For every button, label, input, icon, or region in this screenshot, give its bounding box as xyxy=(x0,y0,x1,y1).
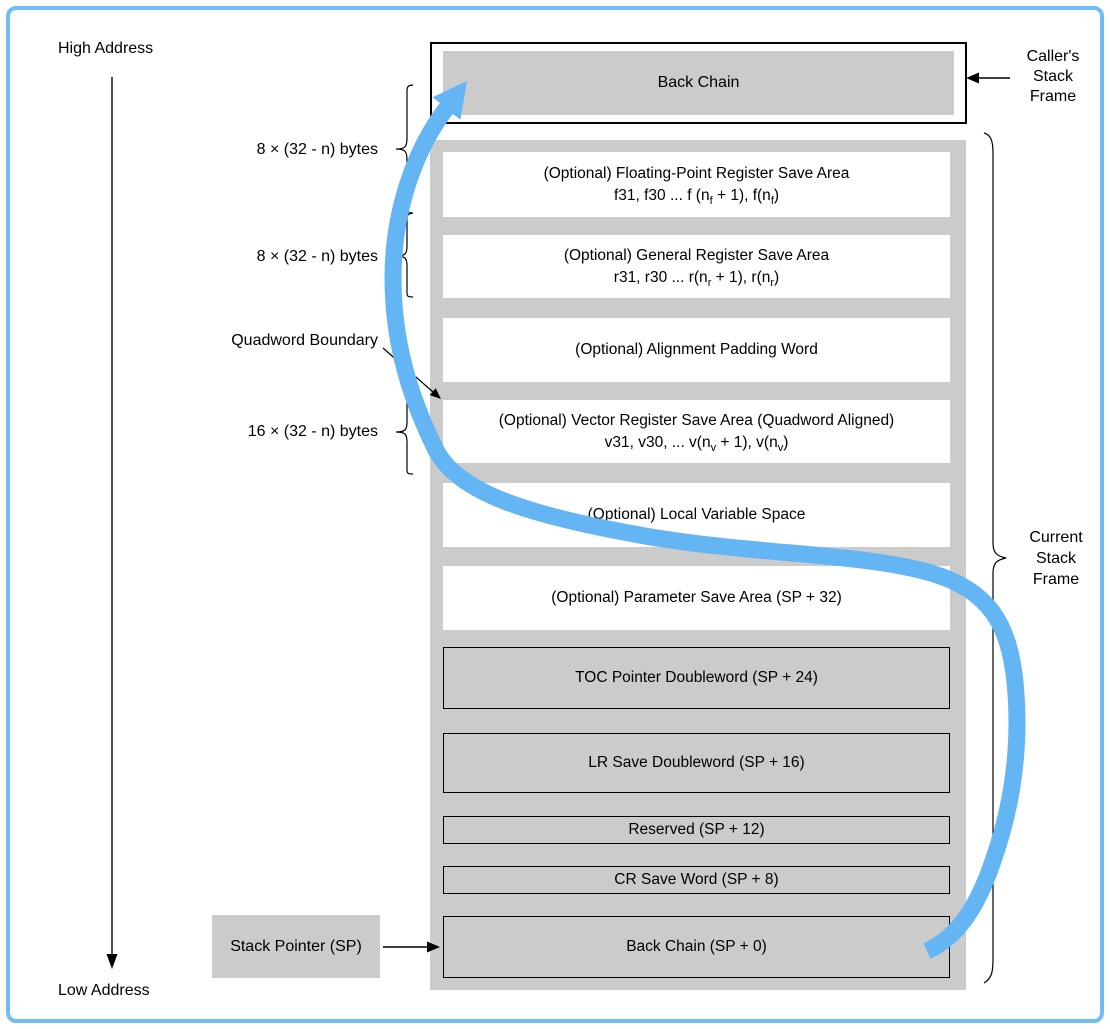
frame-row-text: (Optional) General Register Save Area xyxy=(563,246,830,264)
current-line-2: Stack xyxy=(1035,550,1076,567)
frame-row-text: (Optional) Local Variable Space xyxy=(587,506,806,523)
stack-pointer-label: Stack Pointer (SP) xyxy=(230,937,362,955)
quadword-boundary-label: Quadword Boundary xyxy=(231,332,378,349)
vr-size-label: 16 × (32 - n) bytes xyxy=(247,423,378,440)
fp-size-label: 8 × (32 - n) bytes xyxy=(256,141,378,158)
callers-line-2: Stack xyxy=(1032,68,1073,85)
caller-back-chain-cell: Back Chain xyxy=(443,51,954,115)
current-stack-frame-label: Current Stack Frame xyxy=(1010,527,1102,590)
frame-row-cr-save-word: CR Save Word (SP + 8) xyxy=(443,866,950,894)
frame-row-text: CR Save Word (SP + 8) xyxy=(614,871,779,888)
high-address-label: High Address xyxy=(58,40,154,57)
frame-row-parameter-save-area: (Optional) Parameter Save Area (SP + 32) xyxy=(443,566,950,630)
frame-row-text: Reserved (SP + 12) xyxy=(628,821,765,838)
callers-line-1: Caller's xyxy=(1026,48,1080,65)
frame-row-general-register-save-area: (Optional) General Register Save Area r31… xyxy=(443,235,950,298)
frame-row-reserved: Reserved (SP + 12) xyxy=(443,816,950,844)
frame-row-alignment-padding-word: (Optional) Alignment Padding Word xyxy=(443,318,950,382)
frame-row-text: (Optional) Vector Register Save Area (Qu… xyxy=(498,411,895,429)
frame-row-text: f31, f30 ... f (nf + 1), f(nf) xyxy=(613,186,780,207)
caller-back-chain-label: Back Chain xyxy=(657,74,740,91)
frame-row-text: LR Save Doubleword (SP + 16) xyxy=(588,754,805,771)
callers-stack-frame-label: Caller's Stack Frame xyxy=(1008,47,1098,107)
frame-row-toc-pointer-doubleword: TOC Pointer Doubleword (SP + 24) xyxy=(443,647,950,709)
current-line-1: Current xyxy=(1029,529,1083,546)
page-border xyxy=(6,6,1104,1023)
frame-row-text: (Optional) Alignment Padding Word xyxy=(575,341,818,358)
frame-row-fp-register-save-area: (Optional) Floating-Point Register Save … xyxy=(443,152,950,217)
current-line-3: Frame xyxy=(1032,571,1080,588)
frame-row-text: r31, r30 ... r(nr + 1), r(nr) xyxy=(613,268,780,289)
frame-row-text: TOC Pointer Doubleword (SP + 24) xyxy=(575,669,818,686)
frame-row-text: (Optional) Parameter Save Area (SP + 32) xyxy=(551,589,842,606)
gr-size-label: 8 × (32 - n) bytes xyxy=(256,248,378,265)
caller-frame-box: Back Chain xyxy=(430,42,967,124)
frame-row-local-variable-space: (Optional) Local Variable Space xyxy=(443,483,950,547)
frame-row-lr-save-doubleword: LR Save Doubleword (SP + 16) xyxy=(443,733,950,793)
frame-row-text: Back Chain (SP + 0) xyxy=(626,938,767,955)
low-address-label: Low Address xyxy=(58,982,150,999)
frame-row-vector-register-save-area: (Optional) Vector Register Save Area (Qu… xyxy=(443,400,950,463)
frame-row-text: (Optional) Floating-Point Register Save … xyxy=(543,164,850,182)
frame-row-text: v31, v30, ... v(nv + 1), v(nv) xyxy=(604,433,789,454)
frame-row-back-chain-sp0: Back Chain (SP + 0) xyxy=(443,916,950,978)
stack-pointer-box: Stack Pointer (SP) xyxy=(212,915,380,978)
callers-line-3: Frame xyxy=(1029,88,1077,105)
